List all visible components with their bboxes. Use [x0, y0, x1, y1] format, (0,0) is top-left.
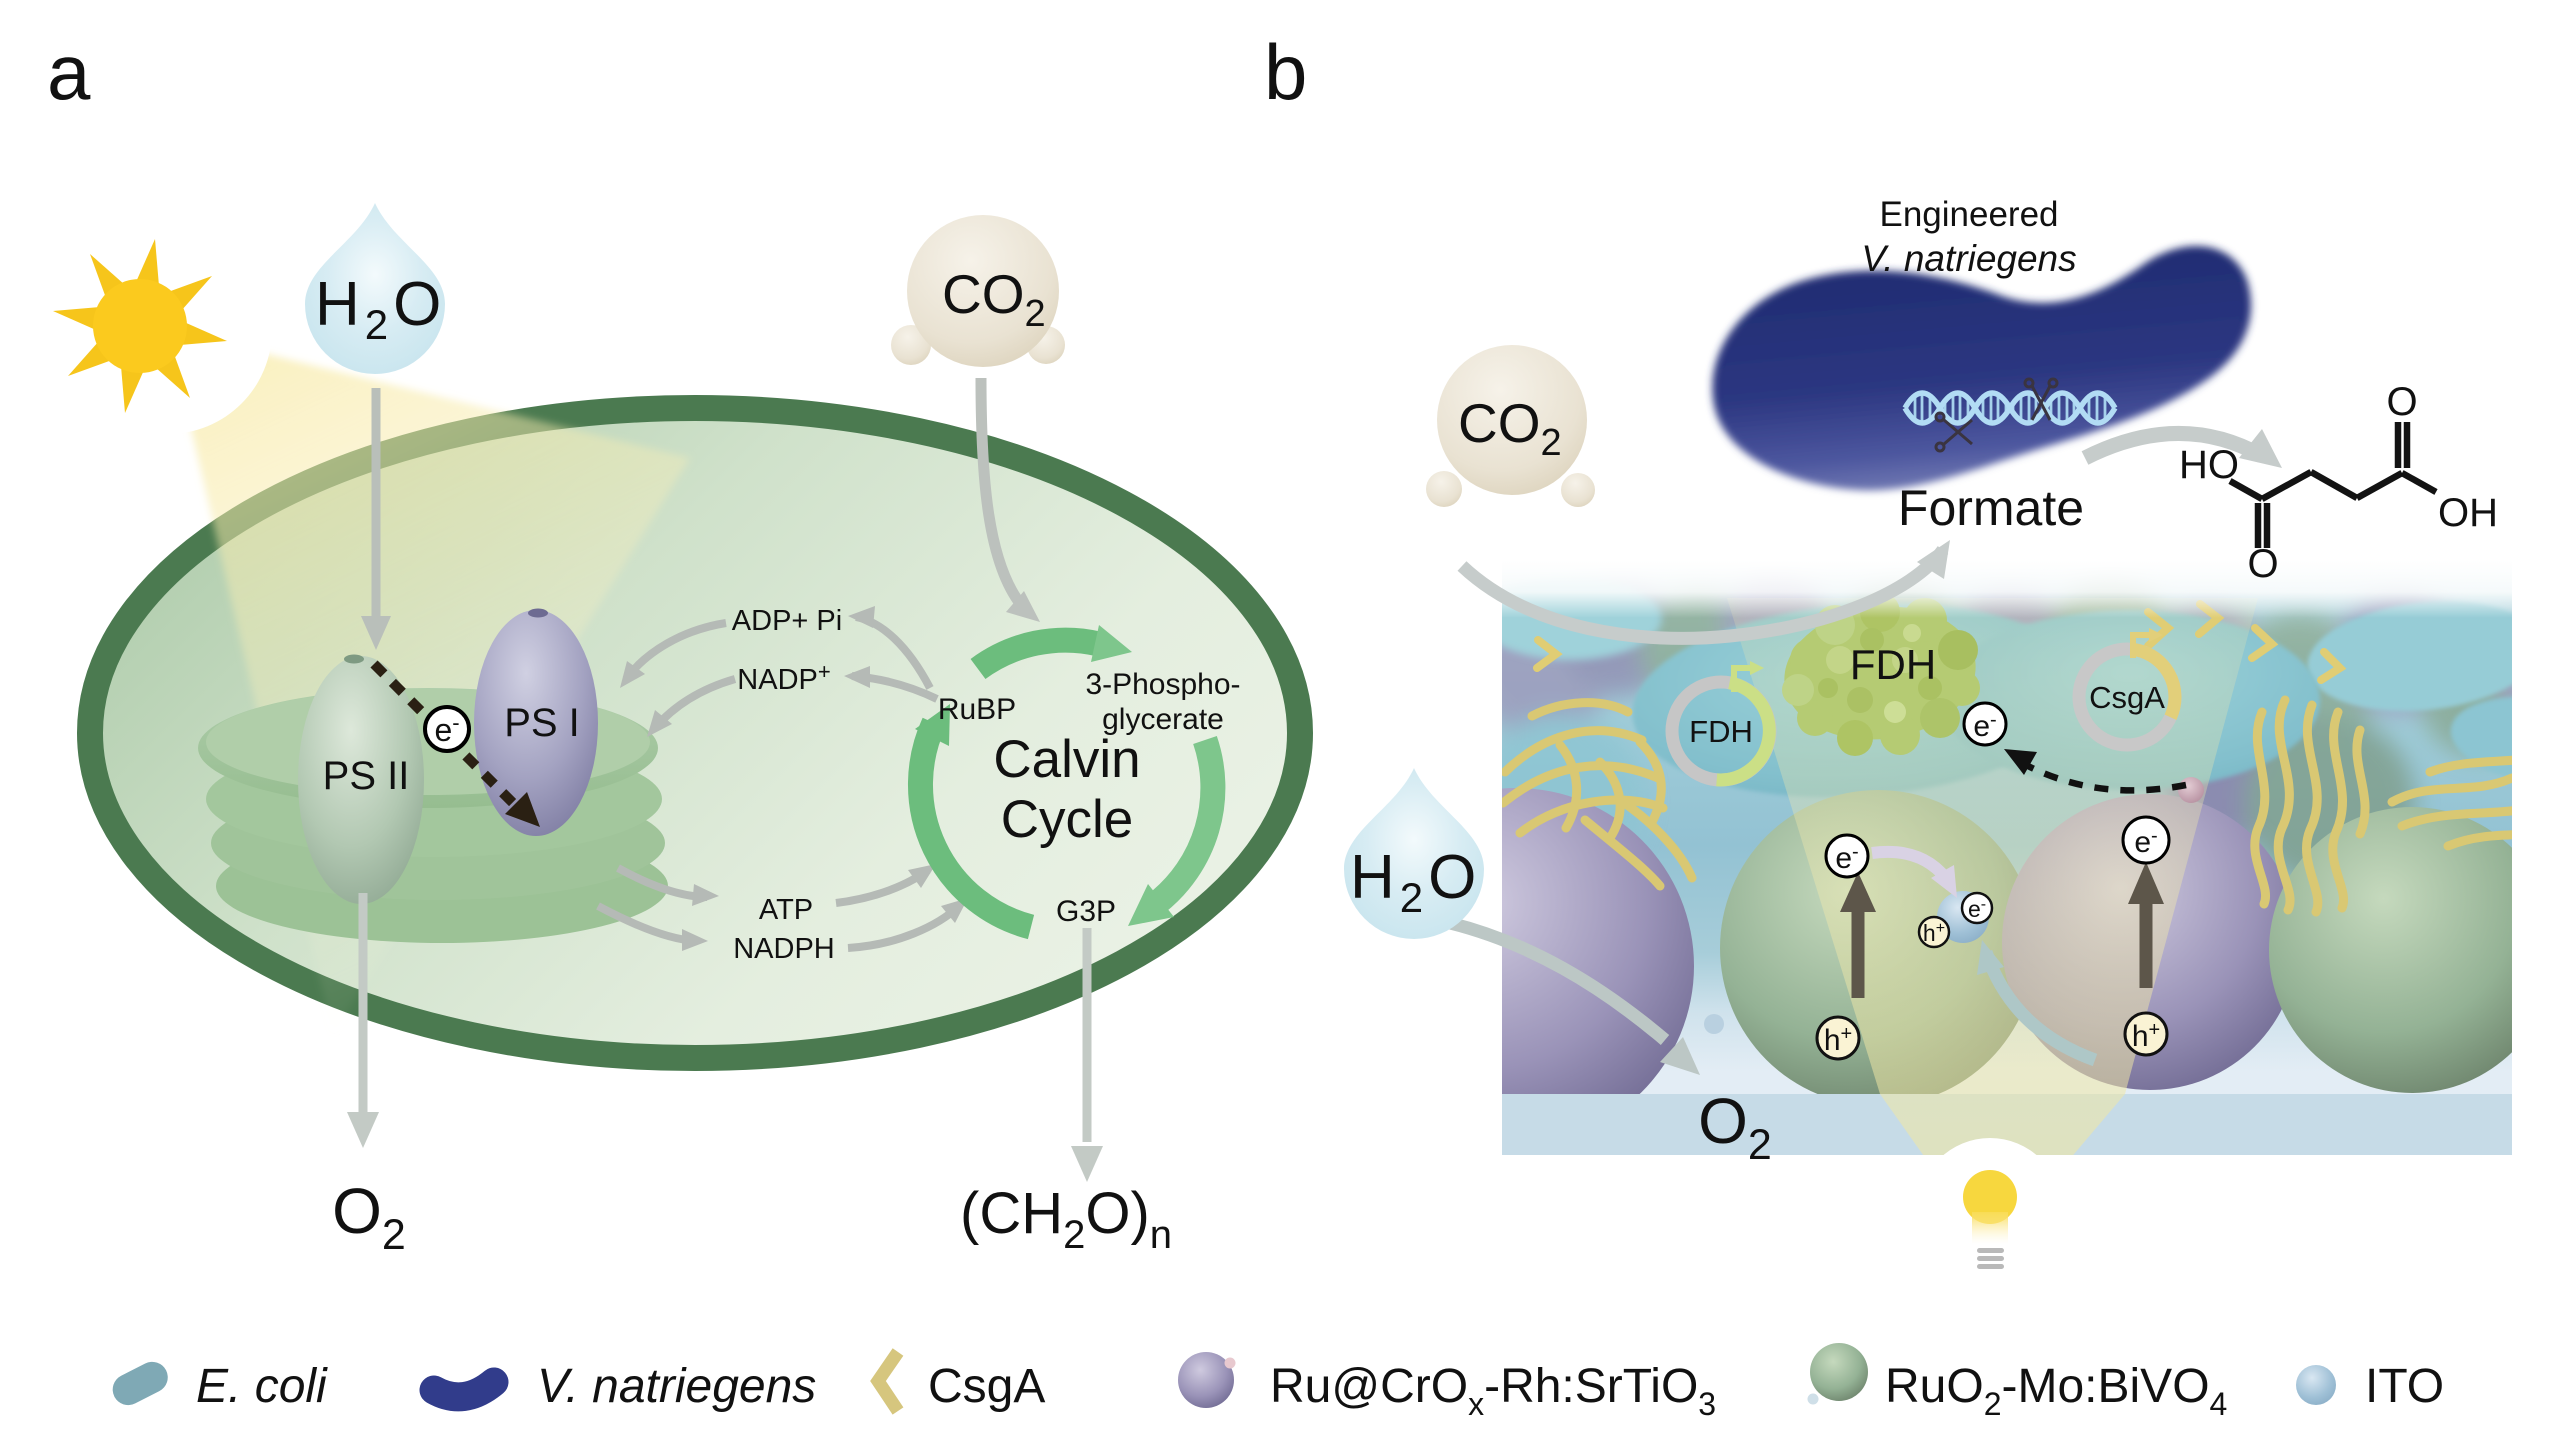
svg-text:NADP+: NADP+ [737, 659, 830, 696]
svg-text:CsgA: CsgA [2089, 680, 2165, 715]
svg-text:NADPH: NADPH [733, 933, 835, 965]
svg-text:O: O [2247, 542, 2278, 586]
svg-text:Cycle: Cycle [1001, 790, 1134, 849]
svg-text:3-Phospho-: 3-Phospho- [1085, 668, 1240, 701]
svg-text:a: a [47, 28, 91, 116]
svg-text:OH: OH [2438, 491, 2498, 535]
svg-text:b: b [1264, 28, 1307, 116]
svg-text:V. natriegens: V. natriegens [537, 1360, 816, 1413]
svg-text:ATP: ATP [759, 894, 813, 926]
svg-text:RuBP: RuBP [938, 693, 1016, 726]
svg-text:O: O [2386, 380, 2417, 424]
svg-text:V. natriegens: V. natriegens [1861, 238, 2076, 279]
svg-text:H2O: H2O [315, 270, 446, 348]
svg-text:Ru@CrOx-Rh:SrTiO3: Ru@CrOx-Rh:SrTiO3 [1270, 1360, 1716, 1422]
svg-text:RuO2-Mo:BiVO4: RuO2-Mo:BiVO4 [1885, 1360, 2227, 1422]
svg-text:PS II: PS II [323, 754, 410, 798]
svg-text:G3P: G3P [1056, 895, 1116, 928]
svg-text:Engineered: Engineered [1879, 195, 2058, 234]
svg-text:ITO: ITO [2365, 1360, 2444, 1413]
svg-text:O2: O2 [332, 1175, 406, 1259]
svg-text:HO: HO [2179, 443, 2239, 487]
svg-text:FDH: FDH [1850, 641, 1936, 688]
svg-text:Formate: Formate [1898, 480, 2084, 536]
svg-text:CsgA: CsgA [928, 1360, 1045, 1413]
svg-text:E. coli: E. coli [196, 1360, 328, 1413]
svg-text:FDH: FDH [1689, 714, 1753, 749]
svg-text:Calvin: Calvin [993, 730, 1140, 789]
svg-text:ADP+ Pi: ADP+ Pi [732, 605, 842, 637]
svg-text:PS I: PS I [504, 701, 580, 745]
svg-text:glycerate: glycerate [1102, 703, 1224, 736]
